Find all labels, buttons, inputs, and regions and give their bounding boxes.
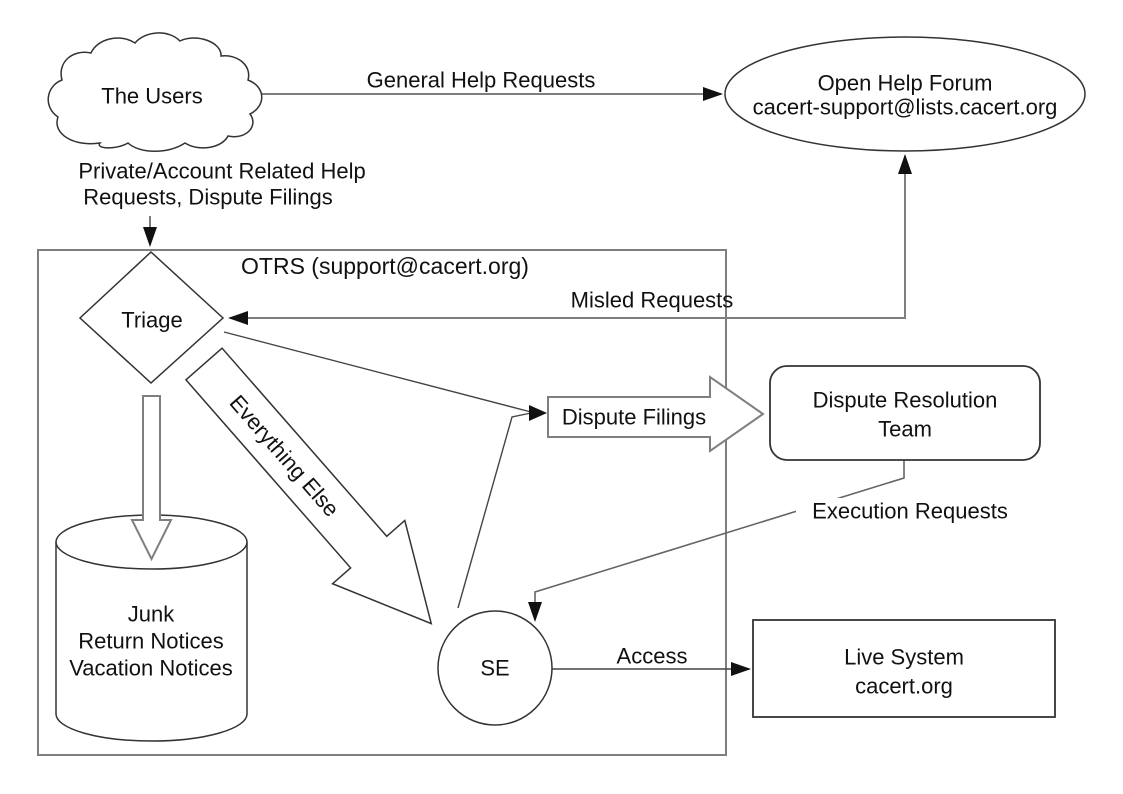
users-label: The Users — [101, 84, 202, 109]
private-help-label-line2: Requests, Dispute Filings — [83, 185, 332, 210]
se-circle — [437, 610, 553, 726]
open-help-forum-title: Open Help Forum — [818, 71, 993, 96]
junk-line2: Return Notices — [78, 629, 224, 654]
dispute-resolution-team-line1: Dispute Resolution — [813, 388, 998, 413]
junk-store-node: Junk Return Notices Vacation Notices — [55, 514, 248, 742]
live-system-node: Live System cacert.org — [752, 619, 1056, 718]
dispute-resolution-team-line2: Team — [878, 417, 932, 442]
live-system-line2: cacert.org — [855, 674, 953, 699]
otrs-title: OTRS (support@cacert.org) — [241, 253, 529, 279]
users-cloud-node: The Users — [47, 32, 263, 152]
private-help-label-line1: Private/Account Related Help — [78, 159, 365, 184]
dispute-filings-arrowhead — [529, 405, 547, 421]
dispute-resolution-team-box — [769, 365, 1041, 461]
general-help-requests-label: General Help Requests — [367, 68, 596, 93]
access-label: Access — [617, 644, 688, 669]
junk-cylinder-body — [55, 542, 248, 742]
open-help-forum-address: cacert-support@lists.cacert.org — [753, 95, 1058, 120]
live-system-box — [752, 619, 1056, 718]
open-help-forum-ellipse — [724, 36, 1086, 152]
se-to-dispute-filings-line — [457, 412, 532, 609]
execution-requests-connector — [528, 460, 905, 622]
dispute-filings-arrow-shape — [547, 375, 765, 453]
misled-requests-connector — [228, 154, 912, 325]
triage-label: Triage — [121, 308, 183, 333]
open-help-forum-node: Open Help Forum cacert-support@lists.cac… — [724, 36, 1086, 152]
se-node: SE — [437, 610, 553, 726]
triage-node: Triage — [78, 250, 225, 385]
dispute-resolution-team-node: Dispute Resolution Team — [769, 365, 1041, 461]
live-system-line1: Live System — [844, 645, 964, 670]
junk-line3: Vacation Notices — [69, 656, 232, 681]
junk-line1: Junk — [128, 602, 175, 627]
everything-else-arrow-shape — [184, 347, 433, 625]
misled-requests-label: Misled Requests — [571, 288, 734, 313]
execution-requests-label: Execution Requests — [812, 499, 1008, 524]
everything-else-label: Everything Else — [225, 390, 344, 521]
triage-diamond — [78, 250, 225, 385]
execution-requests-label-bg — [796, 498, 1024, 525]
se-label: SE — [480, 656, 509, 681]
triage-to-dispute-filings-line — [223, 331, 532, 413]
dispute-filings-label: Dispute Filings — [562, 405, 706, 430]
cloud-shape — [47, 32, 263, 152]
dispute-filings-node: Dispute Filings — [547, 375, 765, 453]
junk-block-arrow-overlay — [130, 395, 173, 562]
